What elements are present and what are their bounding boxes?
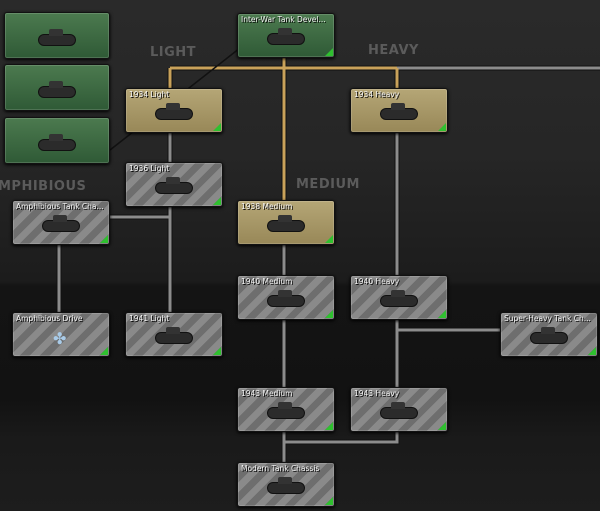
status-corner-icon (100, 235, 108, 243)
tech-card-1934-heavy[interactable]: 1934 Heavy (350, 88, 448, 133)
tank-icon (381, 103, 417, 119)
propeller-icon: ✤ (53, 329, 67, 348)
status-corner-icon (438, 422, 446, 430)
category-light-label: LIGHT (150, 45, 197, 60)
tank-icon (268, 290, 304, 306)
tech-title: 1941 Light (129, 314, 170, 323)
tech-title: 1934 Heavy (354, 90, 400, 99)
tank-icon (381, 402, 417, 418)
tech-card-1938-medium[interactable]: 1938 Medium (237, 200, 335, 245)
tech-card-1940-medium[interactable]: 1940 Medium (237, 275, 335, 320)
tank-icon (531, 327, 567, 343)
tech-title: 1940 Medium (241, 277, 293, 286)
tank-icon (268, 477, 304, 493)
tech-title: 1940 Heavy (354, 277, 400, 286)
tank-icon (156, 177, 192, 193)
tech-title: Amphibious Drive (16, 314, 83, 323)
tech-card-1934-light[interactable]: 1934 Light (125, 88, 223, 133)
status-corner-icon (325, 310, 333, 318)
tank-icon (156, 103, 192, 119)
category-amphibious-label: MPHIBIOUS (0, 179, 87, 194)
tech-card-super-heavy[interactable]: Super-Heavy Tank Ch... (500, 312, 598, 357)
status-corner-icon (100, 347, 108, 355)
tech-title: 1943 Medium (241, 389, 293, 398)
status-corner-icon (213, 123, 221, 131)
tech-card-1940-heavy[interactable]: 1940 Heavy (350, 275, 448, 320)
tech-title: Modern Tank Chassis (241, 464, 320, 473)
tech-card-1943-heavy[interactable]: 1943 Heavy (350, 387, 448, 432)
status-corner-icon (438, 310, 446, 318)
tech-card-legacy-2[interactable] (4, 64, 110, 111)
status-corner-icon (438, 123, 446, 131)
tank-icon (43, 215, 79, 231)
tech-card-legacy-1[interactable] (4, 12, 110, 59)
tank-icon (268, 215, 304, 231)
tank-icon (268, 28, 304, 44)
tech-title: Super-Heavy Tank Ch... (504, 314, 591, 323)
tank-icon (381, 290, 417, 306)
tank-icon (39, 81, 75, 97)
tank-icon (39, 134, 75, 150)
category-heavy-label: HEAVY (368, 43, 419, 58)
status-corner-icon (213, 197, 221, 205)
status-corner-icon (325, 48, 333, 56)
status-corner-icon (588, 347, 596, 355)
tech-title: 1938 Medium (241, 202, 293, 211)
status-corner-icon (325, 235, 333, 243)
tech-card-amphibious-drive[interactable]: Amphibious Drive ✤ (12, 312, 110, 357)
tech-title: 1936 Light (129, 164, 170, 173)
tank-icon (156, 327, 192, 343)
tech-title: 1943 Heavy (354, 389, 400, 398)
tech-card-modern-chassis[interactable]: Modern Tank Chassis (237, 462, 335, 507)
tech-title: Amphibious Tank Cha... (16, 202, 104, 211)
tech-card-1936-light[interactable]: 1936 Light (125, 162, 223, 207)
tech-card-amphibious-chassis[interactable]: Amphibious Tank Cha... (12, 200, 110, 245)
tech-card-inter-war[interactable]: Inter-War Tank Devel... (237, 13, 335, 58)
tech-card-1941-light[interactable]: 1941 Light (125, 312, 223, 357)
tank-icon (39, 29, 75, 45)
category-medium-label: MEDIUM (296, 177, 360, 192)
tech-card-legacy-3[interactable] (4, 117, 110, 164)
status-corner-icon (325, 497, 333, 505)
tank-icon (268, 402, 304, 418)
status-corner-icon (325, 422, 333, 430)
tech-title: Inter-War Tank Devel... (241, 15, 326, 24)
status-corner-icon (213, 347, 221, 355)
tech-title: 1934 Light (129, 90, 170, 99)
tech-card-1943-medium[interactable]: 1943 Medium (237, 387, 335, 432)
